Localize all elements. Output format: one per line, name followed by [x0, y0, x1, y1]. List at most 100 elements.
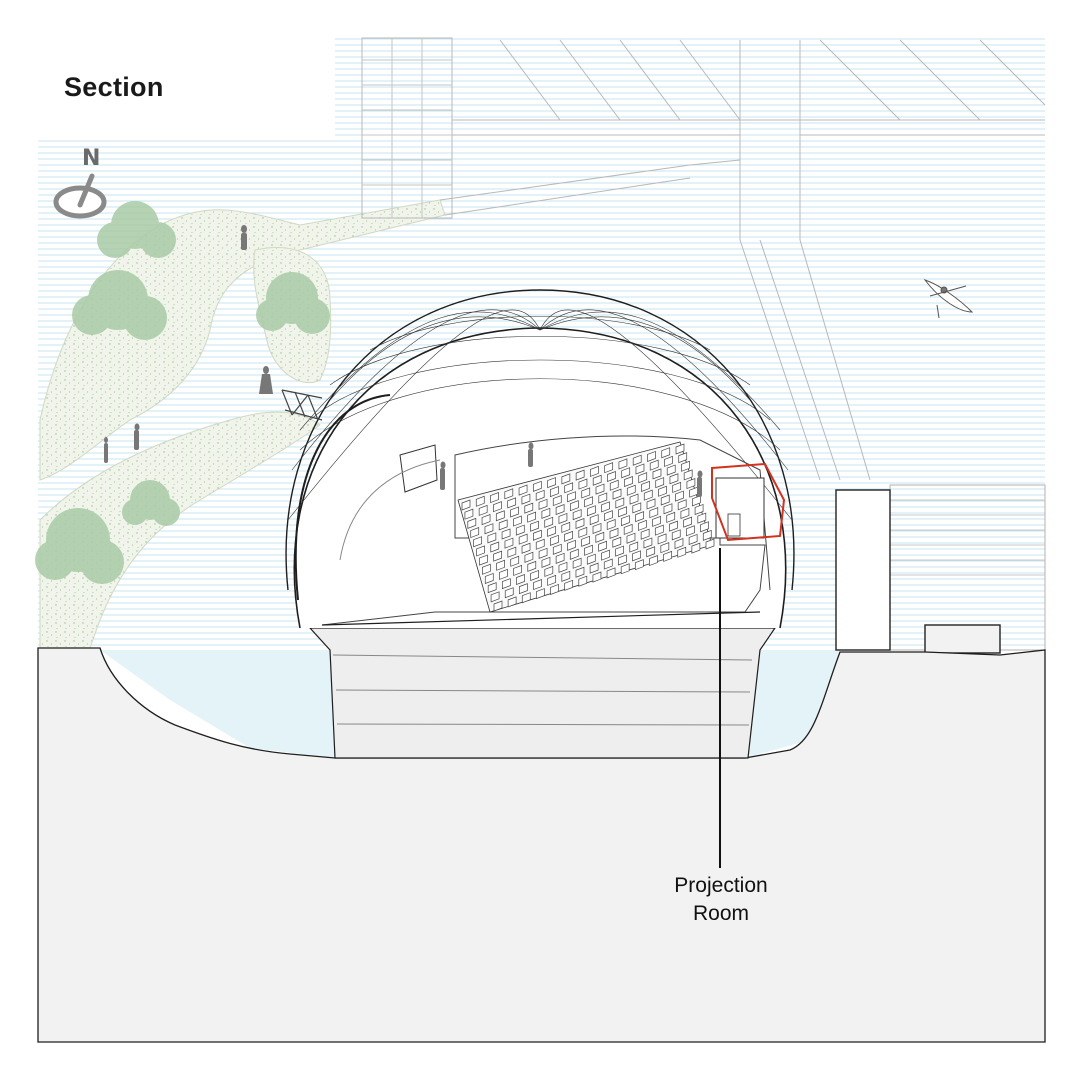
seat: [496, 559, 505, 571]
seat: [504, 587, 514, 599]
ground-section: [37, 647, 1046, 1043]
seat: [589, 562, 599, 574]
seat: [567, 539, 576, 551]
seat: [612, 488, 622, 500]
seat: [552, 543, 562, 555]
seat: [581, 535, 590, 547]
person-icon: [104, 437, 108, 463]
seat: [615, 497, 625, 509]
foundation: [308, 627, 777, 759]
seat: [680, 507, 690, 519]
seat: [604, 462, 614, 474]
tree-icon: [35, 508, 124, 584]
seat: [677, 546, 687, 558]
seat: [499, 568, 508, 580]
seat: [592, 474, 602, 486]
seat: [584, 544, 593, 556]
seat: [694, 503, 704, 515]
seat: [624, 475, 633, 488]
seat: [658, 485, 667, 497]
seat: [649, 459, 659, 471]
seat: [618, 554, 627, 566]
seat: [507, 546, 517, 558]
seat: [541, 507, 551, 519]
seat: [655, 477, 665, 489]
seat: [615, 545, 624, 557]
person-icon: [241, 225, 247, 250]
seat: [521, 493, 531, 505]
seat: [632, 550, 641, 562]
seat: [493, 550, 502, 562]
seat: [547, 477, 556, 489]
seat: [621, 515, 630, 527]
person-icon: [134, 423, 140, 450]
seat: [484, 523, 494, 535]
seat: [647, 450, 656, 462]
seat: [598, 540, 607, 552]
seat: [530, 569, 540, 581]
seat: [623, 523, 633, 535]
seat: [626, 532, 636, 544]
seat: [533, 529, 542, 541]
seat: [519, 583, 528, 595]
tree-icon: [122, 480, 180, 526]
seat: [487, 582, 497, 594]
seat: [482, 563, 491, 575]
seat: [635, 463, 645, 475]
seat: [629, 493, 639, 505]
tree-icon: [97, 201, 176, 258]
north-arrow-icon: [53, 173, 107, 219]
seat: [697, 512, 707, 524]
seat: [606, 519, 616, 531]
seat: [475, 495, 485, 507]
seat: [607, 470, 616, 482]
seat: [484, 572, 494, 584]
seat: [646, 546, 656, 558]
seat: [595, 531, 605, 543]
seat: [464, 508, 474, 520]
seat: [586, 553, 596, 565]
seat: [567, 491, 576, 503]
trees: [35, 201, 330, 584]
seat: [515, 524, 525, 536]
seat: [587, 505, 596, 517]
seat: [555, 552, 565, 564]
seat: [558, 512, 568, 524]
seat: [527, 560, 537, 572]
seat: [481, 514, 491, 526]
seat: [677, 499, 687, 511]
seat: [561, 521, 571, 533]
seat: [493, 501, 502, 513]
seat: [638, 519, 647, 531]
seat: [510, 506, 519, 518]
seat: [501, 578, 511, 590]
seat: [681, 460, 690, 472]
seat: [513, 564, 522, 576]
seat: [643, 489, 653, 501]
seat: [578, 478, 588, 490]
tower-structure: [361, 37, 1046, 481]
seat: [688, 533, 698, 545]
seat: [479, 554, 488, 566]
seat: [518, 533, 528, 545]
seat: [603, 558, 613, 570]
seat: [652, 515, 661, 527]
seat: [550, 486, 559, 498]
seat: [638, 472, 648, 484]
seat: [620, 563, 630, 575]
seat: [572, 557, 582, 569]
seat: [578, 575, 588, 587]
seat: [461, 499, 471, 511]
seat: [575, 469, 585, 481]
seat: [550, 583, 559, 595]
seat: [544, 565, 554, 577]
seat: [601, 549, 610, 561]
seat: [478, 504, 488, 516]
seat: [564, 530, 573, 542]
seat: [487, 532, 497, 544]
seat: [498, 519, 508, 531]
seat: [675, 490, 684, 502]
seat: [490, 541, 500, 553]
seat: [621, 467, 631, 479]
seat: [652, 468, 662, 480]
